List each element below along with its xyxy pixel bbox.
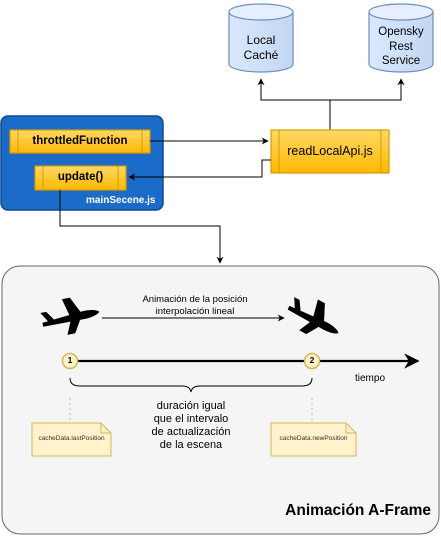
api-to-update-arrow: [128, 159, 271, 181]
main-scene-label: mainSecene.js: [86, 195, 156, 206]
duration-line1: duración igual: [156, 400, 226, 412]
update-box: [34, 165, 127, 191]
update-label: update(): [57, 171, 104, 183]
opensky-line2: Rest: [389, 40, 413, 53]
marker-1: [61, 352, 79, 370]
note-new-position-label: cacheData.newPosition: [279, 435, 348, 442]
opensky-label: Opensky Rest Service: [369, 25, 433, 69]
animation-label-line1: Animación de la posición: [142, 294, 248, 305]
local-cache-line1: Local: [246, 33, 276, 47]
update-to-aframe-arrow: [59, 190, 224, 264]
duration-brace: [69, 377, 313, 393]
duration-line4: de la escena: [159, 439, 223, 451]
opensky-database: [368, 3, 434, 73]
marker-2: [303, 352, 321, 370]
duration-label: duración igual que el intervalo de actua…: [128, 400, 254, 452]
local-cache-database: [228, 3, 294, 73]
local-cache-line2: Caché: [243, 48, 279, 62]
airplane-start-icon: [40, 297, 100, 335]
time-label: tiempo: [355, 373, 386, 384]
aframe-title: Animación A-Frame: [285, 502, 431, 519]
note-last-position: [31, 422, 112, 457]
read-local-api-box: [270, 129, 390, 174]
duration-line2: que el intervalo: [153, 413, 229, 425]
marker-2-label: 2: [309, 355, 315, 365]
animation-label: Animación de la posición interpolación l…: [110, 294, 280, 318]
duration-line3: de actualización: [151, 426, 231, 438]
airplane-end-icon: [287, 297, 339, 335]
local-cache-label: Local Caché: [229, 33, 293, 63]
animation-label-line2: interpolación lineal: [155, 306, 235, 317]
note-new-position: [270, 422, 357, 457]
marker-1-label: 1: [67, 355, 73, 365]
opensky-line3: Service: [381, 55, 421, 67]
read-local-api-label: readLocalApi.js: [287, 144, 373, 158]
note-last-position-label: cacheData.lastPosition: [38, 435, 105, 442]
throttled-function-label: throttledFunction: [32, 135, 128, 147]
opensky-line1: Opensky: [378, 26, 424, 38]
aframe-panel: [1, 265, 440, 535]
api-to-db-connector: [257, 78, 405, 130]
